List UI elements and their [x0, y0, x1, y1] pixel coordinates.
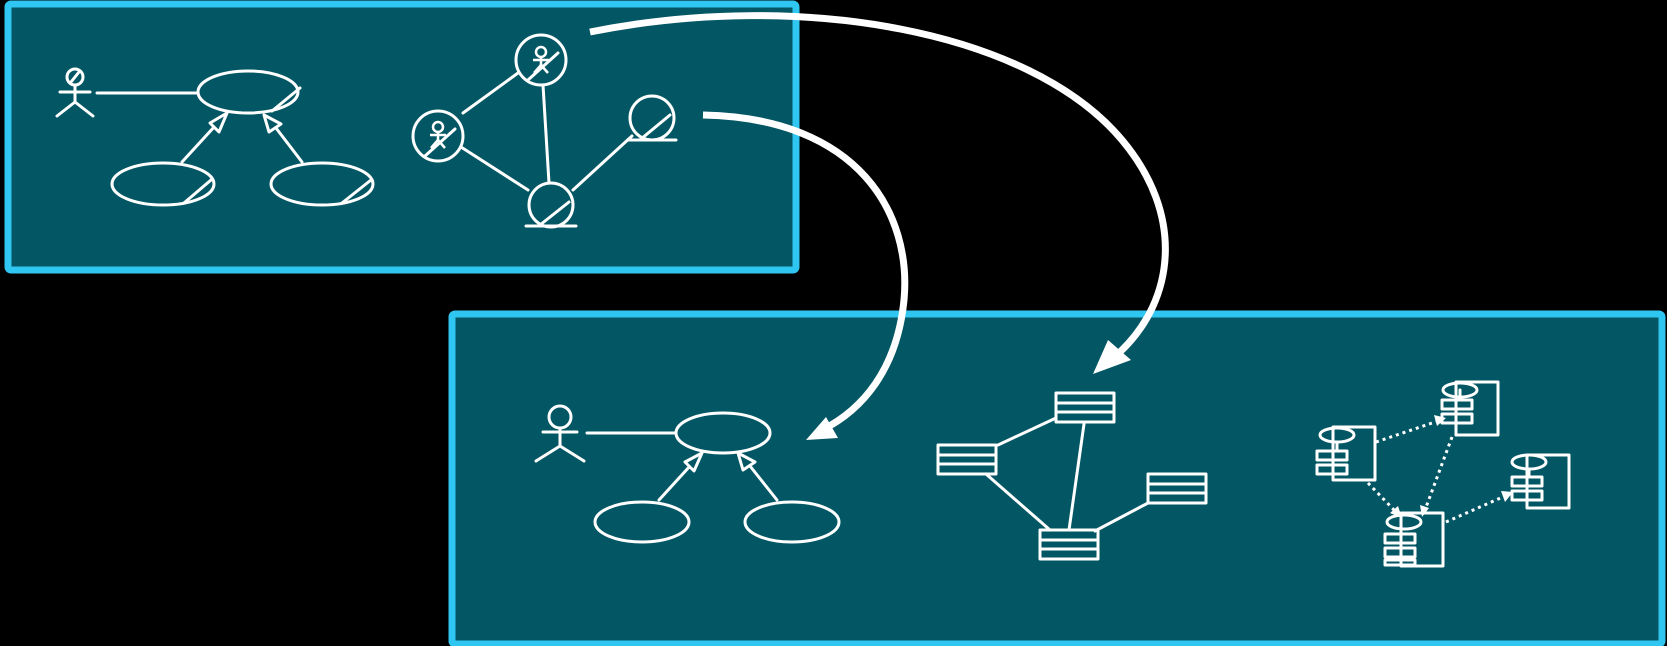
use-case-main — [674, 411, 772, 455]
transition-arrow-left — [702, 111, 909, 440]
generalization-arrow — [262, 113, 304, 164]
bottom-panel — [448, 310, 1666, 646]
link-line — [984, 472, 1052, 532]
link-line — [571, 134, 634, 192]
top-panel — [4, 0, 800, 274]
component-left — [1315, 425, 1377, 482]
use-case-left — [593, 500, 691, 544]
use-case-main — [196, 69, 302, 115]
class-box-left — [936, 443, 998, 476]
use-case-right — [269, 161, 375, 207]
link-line — [459, 145, 530, 192]
generalization-arrow — [736, 451, 779, 502]
dependency-line — [1423, 436, 1454, 511]
class-box-top — [1054, 391, 1116, 424]
link-line — [541, 83, 551, 185]
top-robustness-diagram — [411, 33, 678, 229]
component-top — [1440, 380, 1500, 437]
actor-icon — [534, 404, 586, 463]
link-line — [1067, 422, 1086, 532]
top-use-case-diagram — [55, 67, 375, 207]
component-bottom — [1383, 511, 1445, 568]
class-box-bottom — [1038, 528, 1100, 561]
use-case-right — [743, 500, 841, 544]
link-line — [996, 416, 1058, 447]
bottom-component-diagram — [1315, 380, 1571, 568]
actor-icon — [55, 67, 95, 118]
component-right — [1510, 453, 1571, 510]
boundary-actor-left — [411, 109, 465, 163]
class-box-right — [1146, 472, 1208, 505]
generalization-arrow — [180, 111, 229, 164]
generalization-arrow — [657, 451, 704, 502]
boundary-actor-top — [514, 33, 568, 87]
entity-bottom — [524, 181, 578, 229]
entity-right — [626, 94, 678, 142]
link-line — [1093, 501, 1150, 533]
link-line — [461, 71, 520, 115]
bottom-use-case-diagram — [534, 404, 841, 544]
use-case-left — [110, 161, 216, 207]
transition-arrow-right — [589, 12, 1169, 374]
bottom-class-diagram — [936, 391, 1208, 561]
